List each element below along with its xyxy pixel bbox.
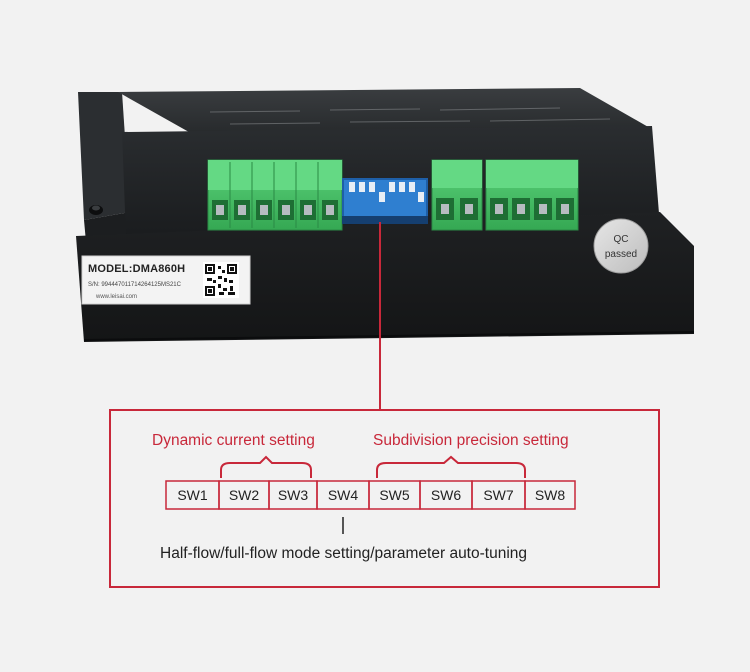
top-silkscreen — [209, 107, 611, 125]
terminal-block-left — [207, 159, 343, 231]
terminal-block-motor — [485, 159, 579, 231]
dynamic-current-label: Dynamic current setting — [152, 432, 315, 449]
dip-switch — [342, 178, 428, 224]
bracket-subdivision — [376, 455, 526, 478]
terminal-block-power — [431, 159, 483, 231]
heatsink-base — [76, 212, 694, 342]
subdivision-label: Subdivision precision setting — [373, 432, 569, 449]
switch-label-sw4: SW4 — [327, 487, 359, 503]
annotation-box — [109, 409, 660, 588]
switch-row-borders — [165, 480, 576, 510]
switch-label-sw8: SW8 — [534, 487, 566, 503]
bracket-dynamic-current — [220, 455, 312, 478]
model-text: MODEL:DMA860H — [88, 263, 186, 275]
qc-passed-text: passed — [604, 249, 638, 260]
qr-code — [203, 262, 239, 298]
qc-sticker — [593, 218, 649, 274]
switch-label-sw5: SW5 — [379, 487, 410, 503]
qc-text: QC — [613, 234, 629, 245]
switch-label-sw6: SW6 — [430, 487, 462, 503]
switch-label-sw2: SW2 — [228, 487, 260, 503]
mounting-flange — [78, 92, 130, 242]
switch-label-sw3: SW3 — [277, 487, 309, 503]
website-text: www.leisai.com — [96, 294, 138, 300]
switch-label-sw7: SW7 — [483, 487, 514, 503]
half-flow-label: Half-flow/full-flow mode setting/paramet… — [160, 545, 528, 562]
serial-number-text: S/N: 994447011714264125MS21C — [88, 282, 181, 288]
switch-label-sw1: SW1 — [177, 487, 208, 503]
